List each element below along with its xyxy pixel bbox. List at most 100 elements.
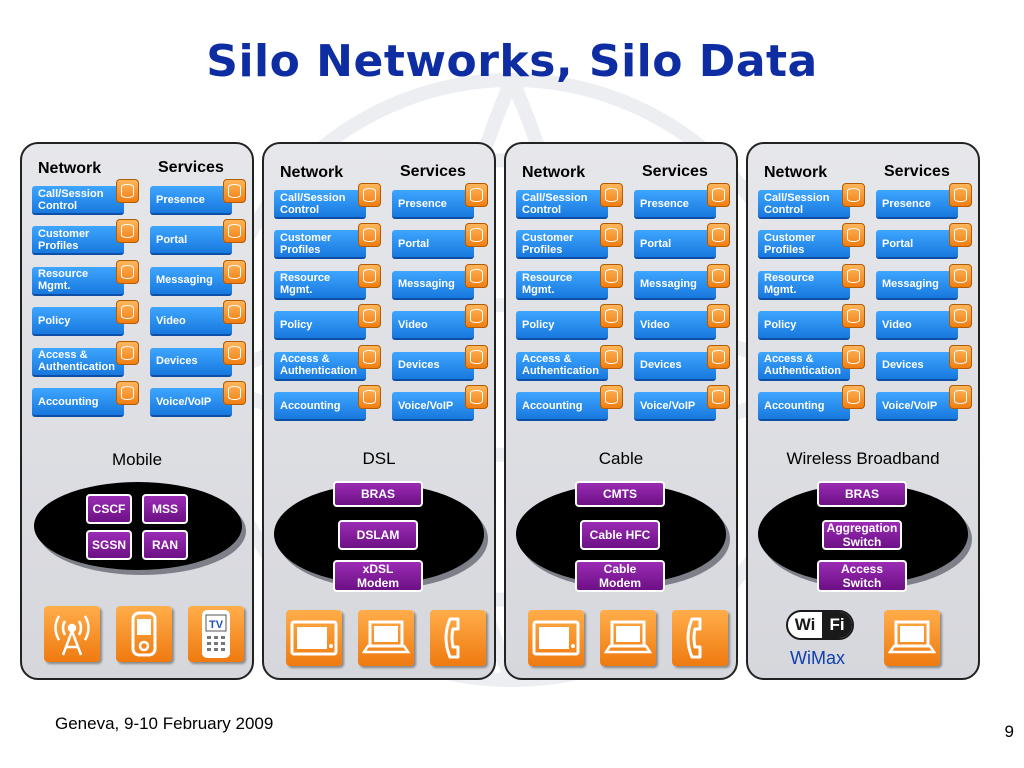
antenna-icon [44, 606, 100, 662]
service-button[interactable]: Video [392, 311, 474, 341]
mobile-phone-icon [116, 606, 172, 662]
database-icon [223, 259, 246, 284]
database-icon [949, 263, 972, 288]
services-column-header: Services [158, 159, 224, 176]
network-type-label: DSL [362, 449, 396, 468]
service-button[interactable]: Video [634, 311, 716, 341]
database-icon [600, 183, 623, 207]
phone-icon [672, 610, 728, 666]
service-button[interactable]: Presence [150, 186, 232, 215]
database-icon [465, 223, 488, 248]
service-button[interactable]: Presence [392, 190, 474, 219]
service-button[interactable]: Messaging [876, 270, 958, 300]
database-icon [842, 344, 865, 369]
database-icon [600, 263, 623, 288]
service-button[interactable]: Voice/VoIP [392, 392, 474, 421]
network-function-button[interactable]: Access &Authentication [32, 347, 124, 377]
network-function-button[interactable]: Accounting [274, 392, 366, 421]
service-button[interactable]: Portal [392, 230, 474, 260]
network-function-button[interactable]: Accounting [516, 392, 608, 421]
network-function-button[interactable]: Policy [32, 307, 124, 337]
network-node: Cable HFC [580, 520, 660, 550]
service-button[interactable]: Devices [150, 347, 232, 377]
service-button[interactable]: Presence [876, 190, 958, 219]
service-button[interactable]: Video [876, 311, 958, 341]
network-function-button[interactable]: Accounting [758, 392, 850, 421]
laptop-icon [358, 610, 414, 666]
database-icon [358, 304, 381, 329]
mobile-tv-icon: TV [188, 606, 244, 662]
network-function-button[interactable]: Policy [758, 311, 850, 341]
database-icon [707, 223, 730, 248]
service-button[interactable]: Messaging [392, 270, 474, 300]
database-icon [358, 183, 381, 207]
network-type-label: Cable [598, 449, 644, 468]
database-icon [707, 344, 730, 369]
database-icon [223, 179, 246, 203]
slide-title: Silo Networks, Silo Data [206, 36, 818, 87]
service-button[interactable]: Video [150, 307, 232, 337]
network-node: DSLAM [338, 520, 418, 550]
tv-icon [528, 610, 584, 666]
network-node: RAN [142, 530, 188, 560]
network-type-label: Wireless Broadband [786, 449, 940, 468]
database-icon [465, 304, 488, 329]
network-function-button[interactable]: Policy [516, 311, 608, 341]
service-button[interactable]: Messaging [150, 266, 232, 296]
page-number: 9 [1004, 722, 1014, 741]
network-column-header: Network [522, 164, 586, 181]
service-button[interactable]: Presence [634, 190, 716, 219]
database-icon [842, 304, 865, 329]
service-button[interactable]: Devices [392, 351, 474, 381]
network-node: SGSN [86, 530, 132, 560]
service-button[interactable]: Portal [634, 230, 716, 260]
wimax-label: WiMax [790, 648, 845, 668]
network-function-button[interactable]: Access &Authentication [274, 351, 366, 381]
database-icon [707, 385, 730, 409]
database-icon [223, 340, 246, 365]
network-function-button[interactable]: Access &Authentication [758, 351, 850, 381]
laptop-icon [600, 610, 656, 666]
database-icon [358, 223, 381, 248]
database-icon [116, 219, 139, 244]
database-icon [358, 385, 381, 409]
database-icon [707, 263, 730, 288]
laptop-icon [884, 610, 940, 666]
network-function-button[interactable]: Access &Authentication [516, 351, 608, 381]
database-icon [707, 304, 730, 329]
network-function-button[interactable]: Policy [274, 311, 366, 341]
database-icon [116, 340, 139, 365]
service-button[interactable]: Devices [876, 351, 958, 381]
database-icon [358, 344, 381, 369]
service-button[interactable]: Messaging [634, 270, 716, 300]
service-button[interactable]: Portal [150, 226, 232, 256]
services-column-header: Services [884, 163, 950, 180]
service-button[interactable]: Voice/VoIP [876, 392, 958, 421]
database-icon [465, 385, 488, 409]
database-icon [707, 183, 730, 207]
database-icon [842, 223, 865, 248]
service-button[interactable]: Voice/VoIP [634, 392, 716, 421]
service-button[interactable]: Portal [876, 230, 958, 260]
database-icon [600, 344, 623, 369]
service-button[interactable]: Devices [634, 351, 716, 381]
network-function-button[interactable]: Accounting [32, 388, 124, 417]
service-button[interactable]: Voice/VoIP [150, 388, 232, 417]
